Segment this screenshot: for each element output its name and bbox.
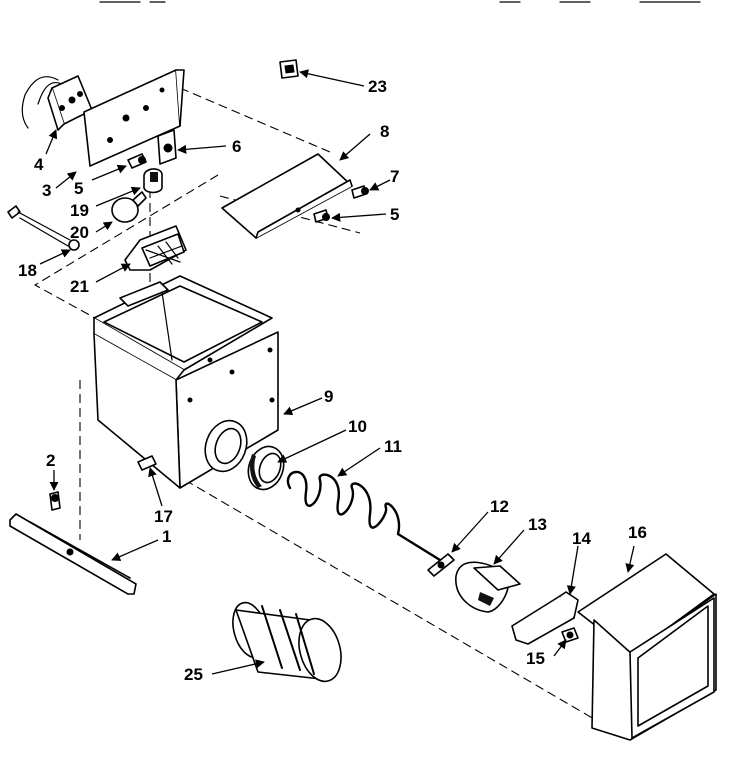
part-8-cover-plate: [221, 153, 353, 239]
callout-23: 23: [368, 77, 387, 96]
part-12-drive-pin: [427, 553, 455, 577]
part-23-clip: [279, 59, 299, 79]
part-9-housing: [93, 275, 279, 489]
callout-4: 4: [34, 155, 44, 174]
leader-lines: [39, 69, 635, 675]
callout-2: 2: [46, 451, 55, 470]
callout-7: 7: [390, 167, 399, 186]
callout-17: 17: [154, 507, 173, 526]
part-6-bracket: [157, 129, 177, 165]
callout-6: 6: [232, 137, 241, 156]
callout-16: 16: [628, 523, 647, 542]
callout-19: 19: [70, 201, 89, 220]
part-4-switch: [21, 75, 93, 131]
callout-12: 12: [490, 497, 509, 516]
callout-5-right: 5: [390, 205, 399, 224]
assembly-guide-lines: [33, 87, 631, 741]
callout-labels: 23 8 6 7 5 5 4 3 19 20 18 21 9 10 11 2 1…: [18, 77, 647, 684]
part-17-clip: [137, 455, 157, 471]
part-14-motor-bracket: [511, 591, 579, 645]
callout-21: 21: [70, 277, 89, 296]
callout-1: 1: [162, 527, 171, 546]
part-1-support-rail: [9, 513, 137, 595]
callout-9: 9: [324, 387, 333, 406]
part-5-screw-right: [313, 209, 330, 223]
callout-8: 8: [380, 122, 389, 141]
callout-11: 11: [384, 437, 402, 456]
part-20-light-bulb: [111, 191, 147, 223]
part-2-screw: [49, 491, 61, 511]
callout-15: 15: [526, 649, 545, 668]
part-19-lamp-socket: [143, 168, 163, 194]
part-11-auger-spring: [286, 470, 442, 562]
part-3-mounting-plate: [83, 69, 185, 167]
callout-10: 10: [348, 417, 367, 436]
callout-25: 25: [184, 665, 203, 684]
callout-13: 13: [528, 515, 547, 534]
part-18-power-cord: [7, 205, 80, 251]
part-15-nut: [561, 627, 579, 643]
callout-14: 14: [572, 529, 591, 548]
part-16-motor-housing: [577, 553, 717, 741]
part-7-screw: [351, 185, 369, 199]
part-5-screw-top: [127, 153, 147, 169]
callout-20: 20: [70, 223, 89, 242]
part-10-bearing: [247, 445, 285, 491]
part-25-drum: [232, 601, 342, 683]
callout-3: 3: [42, 181, 51, 200]
part-13-coupler: [455, 561, 521, 613]
part-21-grille-bracket: [124, 225, 187, 271]
callout-18: 18: [18, 261, 37, 280]
callout-5-top: 5: [74, 179, 83, 198]
